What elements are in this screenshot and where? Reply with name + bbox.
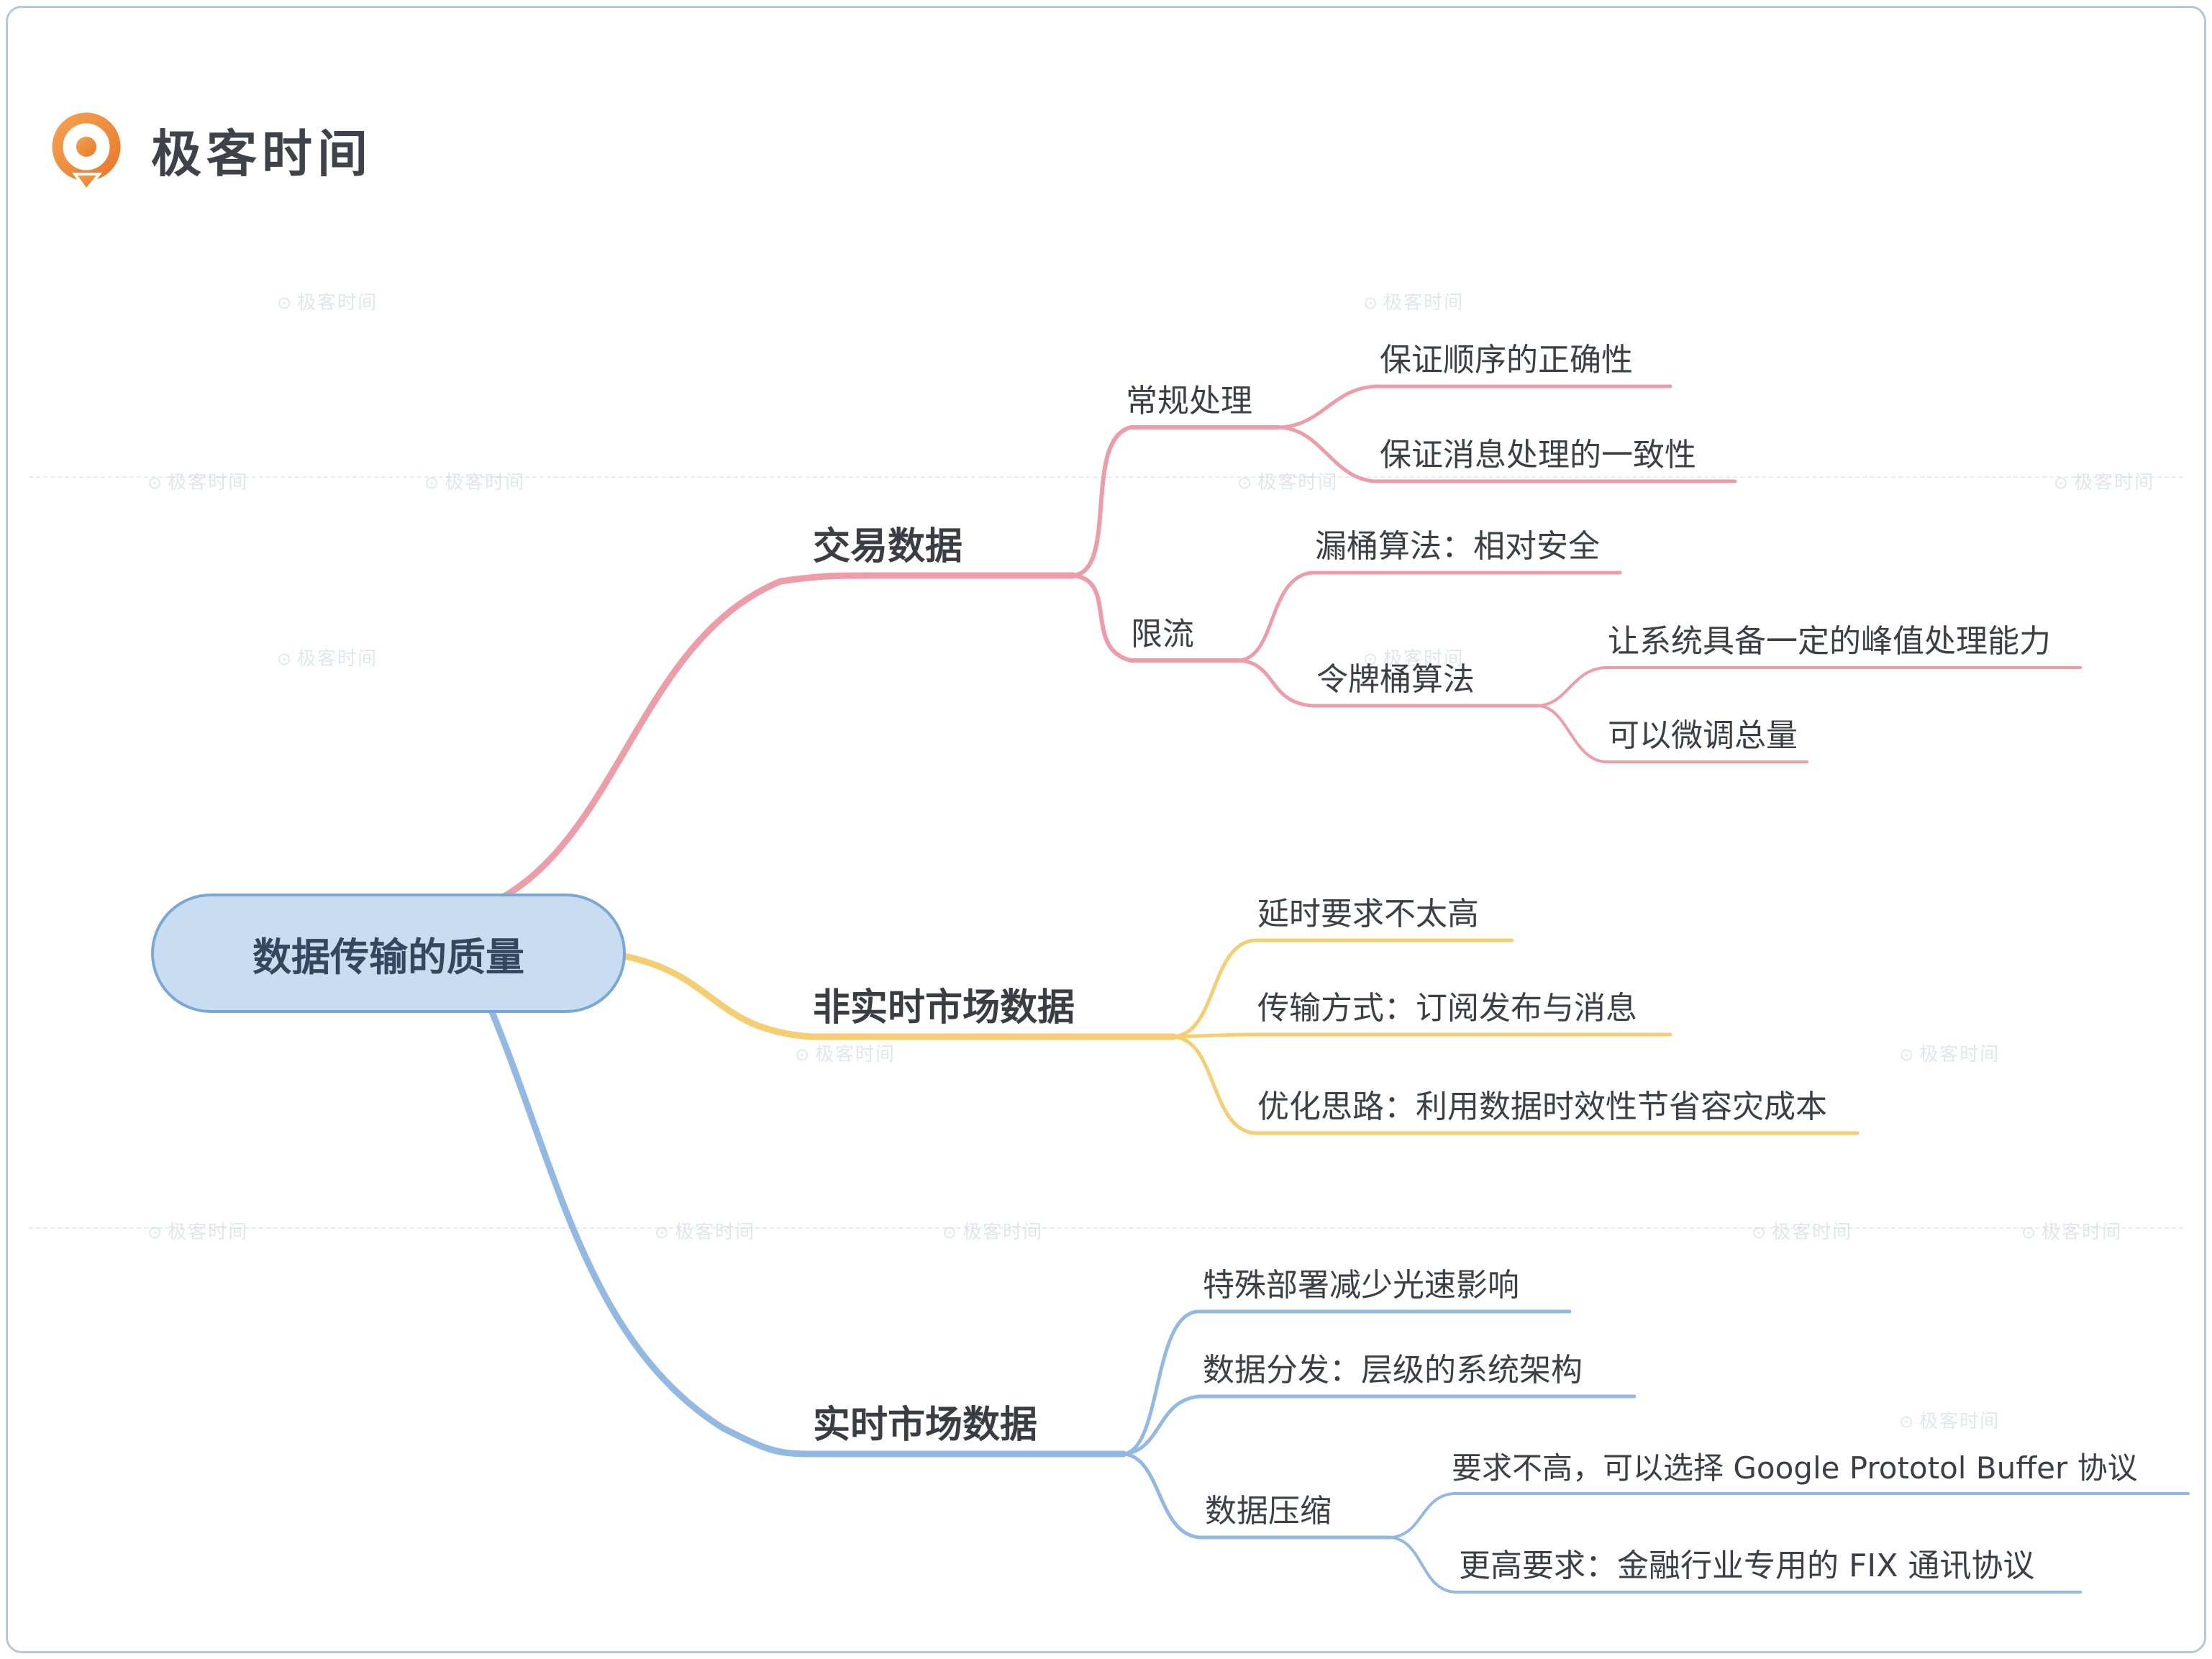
watermark-text: 极客时间 bbox=[297, 648, 378, 670]
link-fine-tune-total bbox=[1537, 704, 1808, 763]
node-realtime-market-data: 实时市场数据 bbox=[813, 1404, 1038, 1447]
watermark: ⊙极客时间 bbox=[1237, 468, 1338, 494]
node-rate-limiting: 限流 bbox=[1131, 616, 1194, 653]
link-data-compression bbox=[1121, 1452, 1392, 1540]
mindmap-canvas: ⊙极客时间 ⊙极客时间 ⊙极客时间 ⊙极客时间 ⊙极客时间 ⊙极客时间 ⊙极客时… bbox=[6, 6, 2206, 1653]
link-pubsub-messaging bbox=[1172, 1032, 1672, 1039]
watermark: ⊙极客时间 bbox=[795, 1040, 896, 1066]
node-pubsub-messaging: 传输方式：订阅发布与消息 bbox=[1257, 990, 1637, 1027]
watermark: ⊙极客时间 bbox=[277, 644, 378, 671]
watermark-logo-icon: ⊙ bbox=[277, 293, 293, 313]
watermark: ⊙极客时间 bbox=[1899, 1040, 2000, 1066]
link-order-correctness bbox=[1277, 384, 1672, 429]
node-token-bucket: 令牌桶算法 bbox=[1316, 661, 1475, 698]
brand-title: 极客时间 bbox=[151, 124, 373, 183]
watermark-logo-icon: ⊙ bbox=[147, 473, 164, 493]
link-optimization-idea bbox=[1172, 1035, 1860, 1135]
watermark-logo-icon: ⊙ bbox=[942, 1222, 959, 1242]
watermark-text: 极客时间 bbox=[168, 472, 249, 494]
watermark-logo-icon: ⊙ bbox=[147, 1222, 164, 1242]
watermark: ⊙极客时间 bbox=[1899, 1406, 2000, 1433]
watermark-text: 极客时间 bbox=[445, 472, 526, 494]
watermark: ⊙极客时间 bbox=[147, 468, 248, 494]
watermark-text: 极客时间 bbox=[168, 1222, 249, 1243]
watermark-logo-icon: ⊙ bbox=[655, 1222, 671, 1242]
link-leaky-bucket bbox=[1237, 571, 1622, 663]
watermark: ⊙极客时间 bbox=[655, 1217, 755, 1244]
node-peak-capacity: 让系统具备一定的峰值处理能力 bbox=[1608, 623, 2051, 660]
dashed-separator bbox=[29, 476, 2183, 478]
link-token-bucket bbox=[1237, 658, 1540, 708]
mindmap-stage: ⊙极客时间 ⊙极客时间 ⊙极客时间 ⊙极客时间 ⊙极客时间 ⊙极客时间 ⊙极客时… bbox=[8, 8, 2204, 1651]
watermark-logo-icon: ⊙ bbox=[277, 649, 293, 669]
link-message-consistency bbox=[1277, 425, 1737, 483]
watermark-text: 极客时间 bbox=[962, 1222, 1044, 1243]
watermark-text: 极客时间 bbox=[1257, 472, 1339, 494]
watermark-logo-icon: ⊙ bbox=[424, 473, 441, 493]
node-message-consistency: 保证消息处理的一致性 bbox=[1380, 437, 1696, 473]
node-leaky-bucket: 漏桶算法：相对安全 bbox=[1315, 528, 1600, 565]
watermark: ⊙极客时间 bbox=[424, 468, 525, 494]
watermark-text: 极客时间 bbox=[815, 1044, 896, 1065]
link-peak-capacity bbox=[1537, 666, 2082, 707]
node-order-correctness: 保证顺序的正确性 bbox=[1380, 342, 1633, 378]
node-protobuf: 要求不高，可以选择 Google Prototol Buffer 协议 bbox=[1452, 1450, 2138, 1486]
node-optimization-idea: 优化思路：利用数据时效性节省容灾成本 bbox=[1257, 1088, 1827, 1125]
watermark-text: 极客时间 bbox=[1383, 292, 1465, 314]
geektime-logo-icon bbox=[52, 112, 121, 191]
watermark-text: 极客时间 bbox=[1919, 1044, 2001, 1065]
node-data-compression: 数据压缩 bbox=[1205, 1493, 1332, 1530]
link-protobuf bbox=[1388, 1492, 2190, 1539]
watermark: ⊙极客时间 bbox=[147, 1217, 248, 1244]
watermark: ⊙极客时间 bbox=[2054, 468, 2154, 494]
node-special-deployment: 特殊部署减少光速影响 bbox=[1203, 1267, 1519, 1304]
node-transaction-data: 交易数据 bbox=[813, 525, 963, 568]
watermark: ⊙极客时间 bbox=[277, 288, 378, 314]
mindmap-links bbox=[465, 384, 2190, 1594]
link-data-distribution bbox=[1121, 1394, 1637, 1456]
watermark-logo-icon: ⊙ bbox=[1363, 293, 1380, 313]
watermark-logo-icon: ⊙ bbox=[1899, 1412, 1916, 1432]
watermark: ⊙极客时间 bbox=[1363, 288, 1464, 314]
watermark-text: 极客时间 bbox=[675, 1222, 756, 1243]
watermark-logo-icon: ⊙ bbox=[1363, 649, 1380, 669]
watermark-text: 极客时间 bbox=[297, 292, 378, 314]
branch-non-realtime-trunk bbox=[616, 952, 1178, 1040]
watermark: ⊙极客时间 bbox=[1363, 644, 1464, 671]
watermark-text: 极客时间 bbox=[1919, 1411, 2001, 1432]
link-latency-tolerant bbox=[1172, 938, 1514, 1039]
node-latency-tolerant: 延时要求不太高 bbox=[1257, 896, 1479, 932]
watermark-logo-icon: ⊙ bbox=[795, 1045, 811, 1065]
watermark-logo-icon: ⊙ bbox=[1752, 1222, 1768, 1242]
watermark-logo-icon: ⊙ bbox=[1899, 1045, 1916, 1065]
root-node: 数据传输的质量 bbox=[151, 894, 626, 1013]
node-regular-processing: 常规处理 bbox=[1126, 383, 1252, 419]
brand-header: 极客时间 bbox=[45, 108, 373, 191]
watermark: ⊙极客时间 bbox=[1752, 1217, 1852, 1244]
node-fine-tune-total: 可以微调总量 bbox=[1608, 717, 1798, 754]
watermark-text: 极客时间 bbox=[2042, 1222, 2123, 1243]
watermark-text: 极客时间 bbox=[1383, 648, 1465, 670]
dashed-separator bbox=[29, 1227, 2183, 1229]
link-fix-protocol bbox=[1388, 1536, 2082, 1594]
watermark: ⊙极客时间 bbox=[942, 1217, 1043, 1244]
watermark-logo-icon: ⊙ bbox=[2054, 473, 2070, 493]
watermark-logo-icon: ⊙ bbox=[2021, 1222, 2038, 1242]
node-fix-protocol: 更高要求：金融行业专用的 FIX 通讯协议 bbox=[1459, 1547, 2035, 1584]
link-regular-processing bbox=[1071, 425, 1281, 578]
root-node-label: 数据传输的质量 bbox=[252, 934, 524, 980]
branch-realtime-trunk bbox=[487, 1005, 1127, 1458]
node-non-realtime-market-data: 非实时市场数据 bbox=[813, 986, 1075, 1030]
node-data-distribution: 数据分发：层级的系统架构 bbox=[1203, 1352, 1583, 1388]
watermark-text: 极客时间 bbox=[1772, 1222, 1853, 1243]
link-rate-limiting bbox=[1071, 573, 1241, 663]
branch-transaction-trunk bbox=[465, 572, 1077, 916]
watermark-text: 极客时间 bbox=[2074, 472, 2155, 494]
link-special-deployment bbox=[1121, 1309, 1572, 1456]
watermark-logo-icon: ⊙ bbox=[1237, 473, 1254, 493]
watermark: ⊙极客时间 bbox=[2021, 1217, 2122, 1244]
